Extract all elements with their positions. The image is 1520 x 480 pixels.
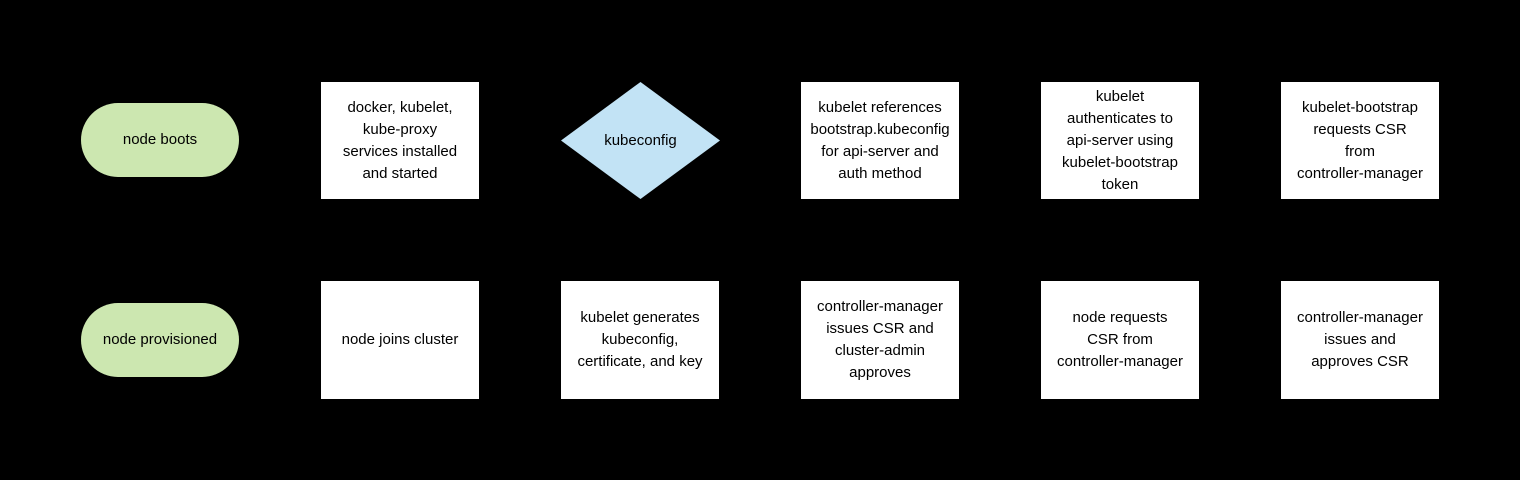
node-label: kubelet authenticates to api-server usin…	[1062, 87, 1178, 193]
node-services-installed[interactable]: docker, kubelet, kube-proxy services ins…	[321, 82, 479, 199]
node-kubelet-authenticates[interactable]: kubelet authenticates to api-server usin…	[1041, 82, 1199, 199]
node-label: controller-manager issues CSR and cluste…	[817, 298, 943, 381]
node-cm-issues-csr[interactable]: controller-manager issues CSR and cluste…	[801, 281, 959, 399]
node-label: kubelet generates kubeconfig, certificat…	[577, 309, 703, 370]
node-bootstrap-requests-csr[interactable]: kubelet-bootstrap requests CSR from cont…	[1281, 82, 1439, 199]
node-label: docker, kubelet, kube-proxy services ins…	[342, 98, 458, 182]
node-label: node joins cluster	[341, 331, 459, 348]
node-kubeconfig-decision[interactable]: kubeconfig	[561, 82, 720, 199]
node-label: kubeconfig	[604, 131, 677, 149]
node-label: kubelet-bootstrap requests CSR from cont…	[1297, 98, 1423, 182]
node-label: node provisioned	[102, 331, 218, 348]
node-node-requests-csr[interactable]: node requests CSR from controller-manage…	[1041, 281, 1199, 399]
node-label: node requests CSR from controller-manage…	[1057, 309, 1183, 370]
node-kubelet-references[interactable]: kubelet references bootstrap.kubeconfig …	[801, 82, 959, 199]
node-label: node boots	[122, 131, 198, 148]
node-cm-issues-approves-csr[interactable]: controller-manager issues and approves C…	[1281, 281, 1439, 399]
node-node-provisioned[interactable]: node provisioned	[81, 303, 239, 377]
node-kubelet-generates[interactable]: kubelet generates kubeconfig, certificat…	[561, 281, 719, 399]
node-node-joins-cluster[interactable]: node joins cluster	[321, 281, 479, 399]
node-label: kubelet references bootstrap.kubeconfig …	[810, 98, 950, 182]
node-label: controller-manager issues and approves C…	[1297, 309, 1423, 370]
node-node-boots[interactable]: node boots	[81, 103, 239, 177]
